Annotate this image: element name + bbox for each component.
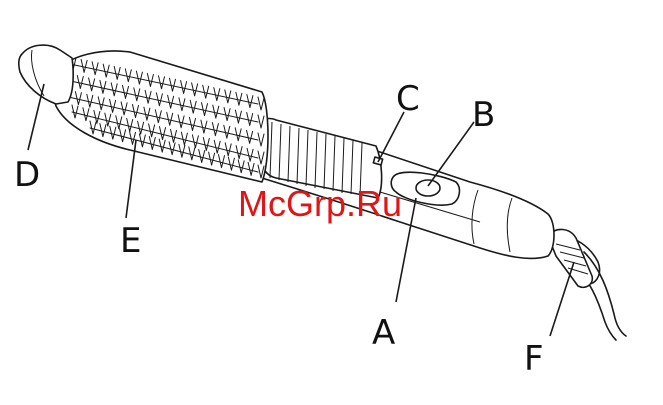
brush-attachment bbox=[53, 51, 268, 182]
label-a: A bbox=[372, 313, 395, 353]
leader-c bbox=[378, 112, 404, 162]
label-c: C bbox=[396, 79, 420, 119]
leader-e bbox=[126, 140, 136, 218]
label-e: E bbox=[120, 221, 141, 261]
release-button bbox=[416, 180, 440, 196]
watermark-text: McGrp.Ru bbox=[238, 183, 402, 224]
label-f: F bbox=[524, 339, 544, 379]
leader-d bbox=[28, 84, 44, 150]
label-d: D bbox=[14, 155, 40, 195]
leader-f bbox=[550, 262, 574, 336]
label-b: B bbox=[472, 95, 495, 135]
cool-tip bbox=[19, 45, 74, 104]
